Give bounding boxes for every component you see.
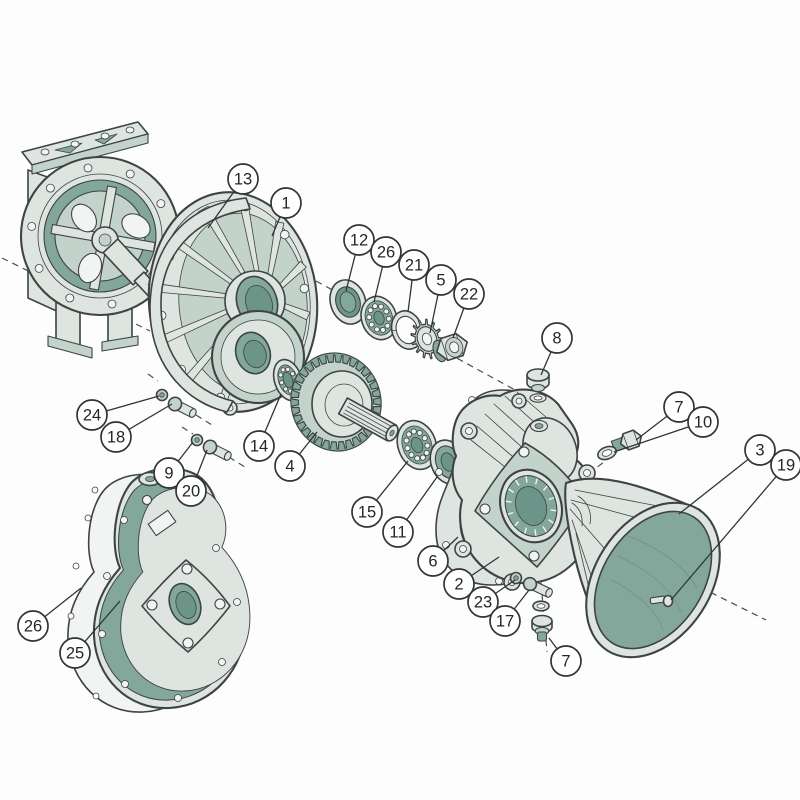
balloon-21: 21 <box>398 249 430 281</box>
part-bolt-18 <box>167 396 197 418</box>
part-fan-housing-1 <box>147 191 319 416</box>
part-gear-shaft-4 <box>290 352 399 452</box>
balloon-8: 8 <box>541 322 573 354</box>
balloon-5: 5 <box>425 264 457 296</box>
part-bearing-15 <box>396 419 438 471</box>
balloon-11: 11 <box>382 516 414 548</box>
balloon-12: 12 <box>343 224 375 256</box>
balloon-2: 2 <box>443 568 475 600</box>
svg-text:18: 18 <box>107 429 125 447</box>
balloon-22: 22 <box>453 278 485 310</box>
leader-line-3 <box>678 449 761 515</box>
part-bolt-17 <box>522 576 553 598</box>
svg-text:21: 21 <box>405 257 423 275</box>
balloon-10: 10 <box>687 406 719 438</box>
svg-text:13: 13 <box>234 171 252 189</box>
balloon-6: 6 <box>417 545 449 577</box>
balloon-26: 26 <box>17 610 49 642</box>
part-bolt-20 <box>202 439 232 461</box>
balloon-1: 1 <box>270 187 302 219</box>
svg-text:4: 4 <box>285 458 294 476</box>
part-motor-bracket <box>19 121 181 359</box>
part-ring-13 <box>149 197 251 413</box>
svg-text:14: 14 <box>250 438 268 456</box>
part-bell-cover-3 <box>564 477 721 659</box>
svg-text:5: 5 <box>436 272 445 290</box>
balloon-14: 14 <box>243 430 275 462</box>
svg-text:3: 3 <box>755 442 764 460</box>
svg-text:9: 9 <box>164 465 173 483</box>
svg-text:7: 7 <box>561 653 570 671</box>
svg-text:15: 15 <box>358 504 376 522</box>
svg-text:1: 1 <box>281 195 290 213</box>
part-plug-7-bottom <box>531 614 553 642</box>
part-washer-23 <box>509 571 523 585</box>
svg-text:12: 12 <box>350 232 368 250</box>
svg-text:17: 17 <box>496 613 514 631</box>
svg-text:10: 10 <box>694 414 712 432</box>
svg-text:8: 8 <box>552 330 561 348</box>
svg-text:26: 26 <box>377 244 395 262</box>
leader-line-19 <box>670 464 787 601</box>
svg-text:11: 11 <box>389 524 406 542</box>
balloon-20: 20 <box>175 475 207 507</box>
part-screw-19 <box>649 594 674 608</box>
balloon-25: 25 <box>59 637 91 669</box>
balloon-13: 13 <box>227 163 259 195</box>
balloon-18: 18 <box>100 421 132 453</box>
part-seal-12 <box>329 279 367 325</box>
balloon-19: 19 <box>770 449 800 481</box>
svg-text:20: 20 <box>182 483 200 501</box>
part-washer-10 <box>597 445 617 461</box>
balloon-9: 9 <box>153 457 185 489</box>
balloon-4: 4 <box>274 450 306 482</box>
svg-text:22: 22 <box>460 286 478 304</box>
part-plug-8 <box>526 368 550 403</box>
balloon-26: 26 <box>370 236 402 268</box>
part-washer-24 <box>155 388 169 402</box>
svg-text:23: 23 <box>474 594 492 612</box>
balloon-15: 15 <box>351 496 383 528</box>
balloon-17: 17 <box>489 605 521 637</box>
svg-text:24: 24 <box>83 407 101 425</box>
balloon-7: 7 <box>663 391 695 423</box>
svg-text:6: 6 <box>428 553 437 571</box>
svg-text:2: 2 <box>454 576 463 594</box>
part-bearing-26 <box>360 295 398 341</box>
part-washer-9 <box>190 433 204 447</box>
part-nut-22 <box>432 332 469 363</box>
balloon-23: 23 <box>467 586 499 618</box>
svg-text:19: 19 <box>777 457 795 475</box>
svg-text:26: 26 <box>24 618 42 636</box>
part-washer-bottom <box>532 600 550 612</box>
part-housing-2 <box>451 388 598 591</box>
balloon-3: 3 <box>744 434 776 466</box>
part-retainer-21 <box>390 310 424 350</box>
balloon-7: 7 <box>550 645 582 677</box>
svg-text:25: 25 <box>66 645 84 663</box>
part-cover-25 <box>92 467 251 710</box>
balloon-24: 24 <box>76 399 108 431</box>
svg-text:7: 7 <box>674 399 683 417</box>
